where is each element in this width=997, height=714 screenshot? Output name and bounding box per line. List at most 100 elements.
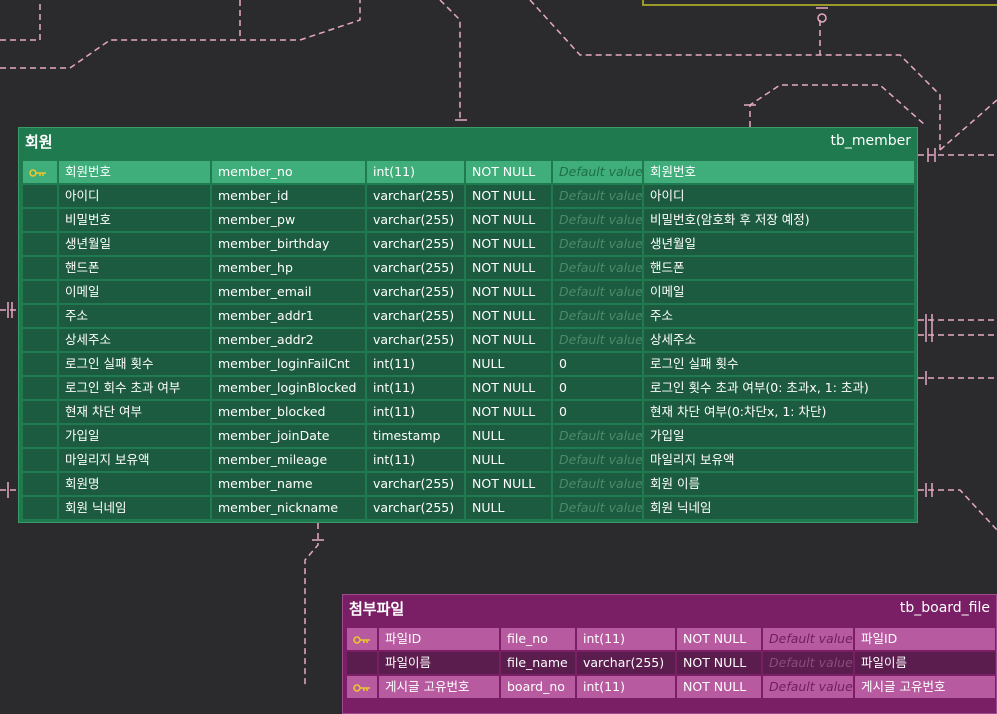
column-null: NOT NULL [466,257,551,279]
column-type: varchar(255) [367,209,464,231]
column-null: NOT NULL [466,329,551,351]
column-comment: 게시글 고유번호 [855,676,995,698]
column-comment: 회원번호 [644,161,914,183]
column-type: varchar(255) [367,257,464,279]
column-comment: 로그인 횟수 초과 여부(0: 초과x, 1: 초과) [644,377,914,399]
entity-logical-name: 첨부파일 [349,599,405,618]
column-null: NOT NULL [466,377,551,399]
entity-header: 회원 tb_member [19,128,917,154]
column-comment: 회원 닉네임 [644,497,914,519]
column-default: 0 [553,377,642,399]
key-cell [23,161,57,183]
column-default: Default value [553,281,642,303]
column-logical: 파일이름 [379,652,499,674]
column-null: NOT NULL [466,305,551,327]
column-physical: member_name [212,473,365,495]
column-type: varchar(255) [577,652,675,674]
column-physical: member_loginBlocked [212,377,365,399]
column-comment: 핸드폰 [644,257,914,279]
column-physical: member_email [212,281,365,303]
column-physical: board_no [501,676,575,698]
column-default: Default value [553,497,642,519]
column-default: Default value [553,305,642,327]
column-default: Default value [553,233,642,255]
column-comment: 이메일 [644,281,914,303]
column-comment: 상세주소 [644,329,914,351]
column-type: int(11) [577,676,675,698]
column-null: NULL [466,497,551,519]
column-default: Default value [553,161,642,183]
column-null: NOT NULL [466,233,551,255]
column-logical: 회원명 [59,473,210,495]
primary-key-icon [353,683,370,692]
primary-key-icon [29,168,46,177]
column-type: varchar(255) [367,473,464,495]
column-type: varchar(255) [367,185,464,207]
column-null: NOT NULL [466,473,551,495]
column-comment: 파일이름 [855,652,995,674]
column-physical: member_birthday [212,233,365,255]
column-logical: 아이디 [59,185,210,207]
column-null: NOT NULL [677,676,761,698]
column-logical: 로그인 회수 초과 여부 [59,377,210,399]
column-type: varchar(255) [367,497,464,519]
column-logical: 회원번호 [59,161,210,183]
entity-physical-name: tb_member [830,133,911,149]
column-logical: 비밀번호 [59,209,210,231]
column-physical: member_no [212,161,365,183]
column-type: varchar(255) [367,305,464,327]
column-type: varchar(255) [367,281,464,303]
column-default: Default value [553,209,642,231]
column-logical: 게시글 고유번호 [379,676,499,698]
column-logical: 이메일 [59,281,210,303]
column-null: NULL [466,449,551,471]
relationship-lines [0,0,997,687]
column-physical: member_pw [212,209,365,231]
column-default: Default value [763,652,853,674]
key-cell [23,185,57,207]
column-type: int(11) [367,353,464,375]
column-default: Default value [553,473,642,495]
column-default: 0 [553,401,642,423]
column-logical: 주소 [59,305,210,327]
key-cell [23,305,57,327]
key-cell [23,449,57,471]
column-type: int(11) [367,161,464,183]
column-logical: 가입일 [59,425,210,447]
column-logical: 로그인 실패 횟수 [59,353,210,375]
column-null: NOT NULL [466,161,551,183]
key-cell [23,497,57,519]
entity-header: 첨부파일 tb_board_file [343,595,996,621]
column-null: NOT NULL [466,209,551,231]
key-cell [347,676,377,698]
column-comment: 현재 차단 여부(0:차단x, 1: 차단) [644,401,914,423]
column-default: 0 [553,353,642,375]
column-null: NOT NULL [677,628,761,650]
key-cell [23,329,57,351]
column-default: Default value [553,329,642,351]
column-comment: 마일리지 보유액 [644,449,914,471]
column-type: varchar(255) [367,233,464,255]
column-logical: 마일리지 보유액 [59,449,210,471]
key-cell [23,401,57,423]
